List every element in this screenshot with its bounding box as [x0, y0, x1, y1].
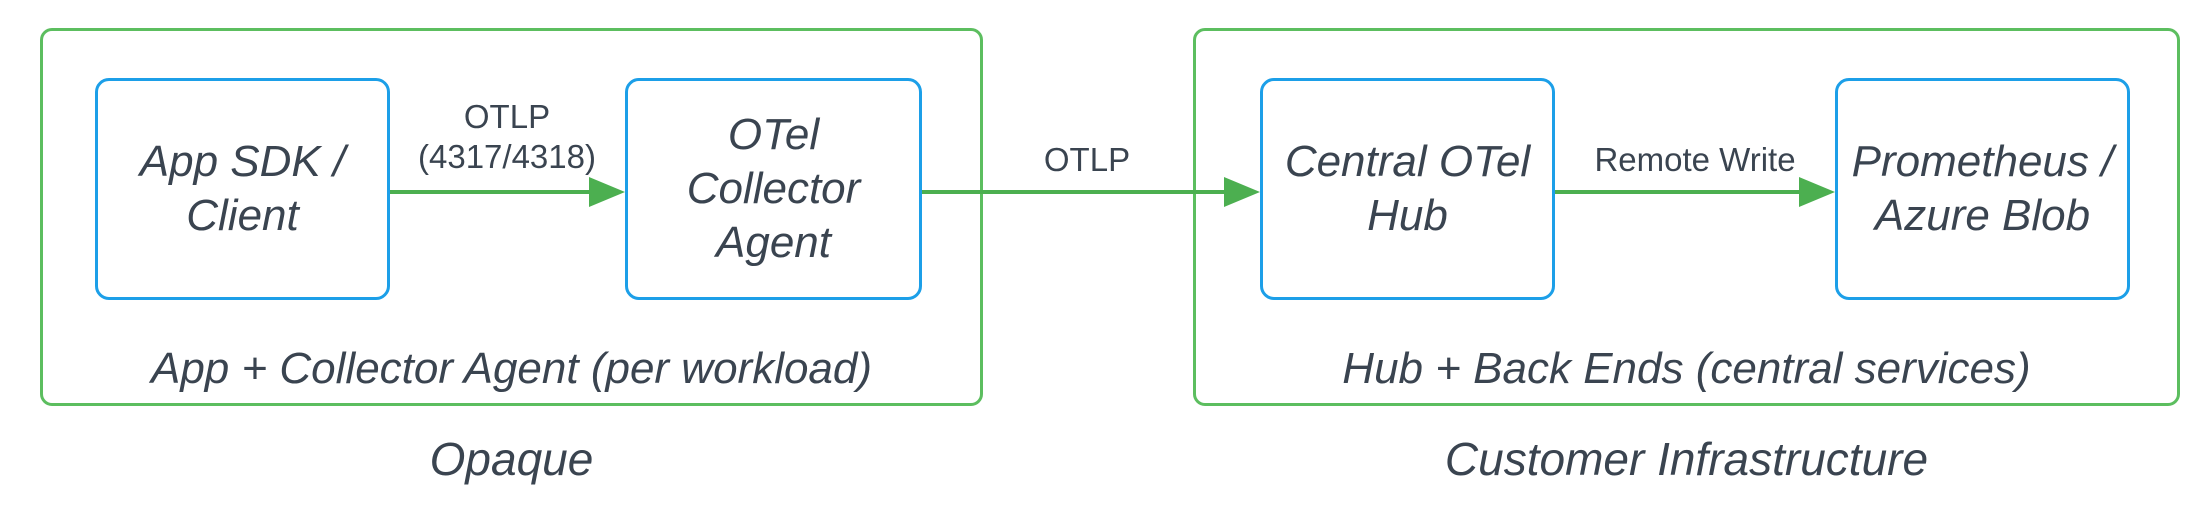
node-central-otel-hub: Central OTel Hub [1260, 78, 1555, 300]
group-hub-back-ends [1193, 28, 2180, 406]
edge-label-remote-write: Remote Write [1594, 141, 1796, 178]
group-label-app-collector-agent: App + Collector Agent (per workload) [150, 344, 873, 393]
arrowhead-icon [589, 177, 625, 207]
connector-remote-write-line [1555, 190, 1800, 194]
group-app-collector-agent [40, 28, 983, 406]
connector-otlp-line [922, 190, 1225, 194]
connector-otlp-ports-line [390, 190, 590, 194]
node-prometheus-azure-blob: Prometheus / Azure Blob [1835, 78, 2130, 300]
caption-opaque: Opaque [429, 433, 594, 485]
arrowhead-icon [1799, 177, 1835, 207]
node-otel-collector-agent: OTel Collector Agent [625, 78, 922, 300]
caption-customer-infrastructure: Customer Infrastructure [1444, 433, 1929, 485]
arrowhead-icon [1224, 177, 1260, 207]
node-app-sdk-client: App SDK / Client [95, 78, 390, 300]
edge-label-otlp: OTLP [1043, 141, 1131, 178]
group-label-hub-back-ends: Hub + Back Ends (central services) [1342, 344, 2031, 393]
edge-label-otlp-ports: OTLP (4317/4318) [418, 98, 596, 175]
